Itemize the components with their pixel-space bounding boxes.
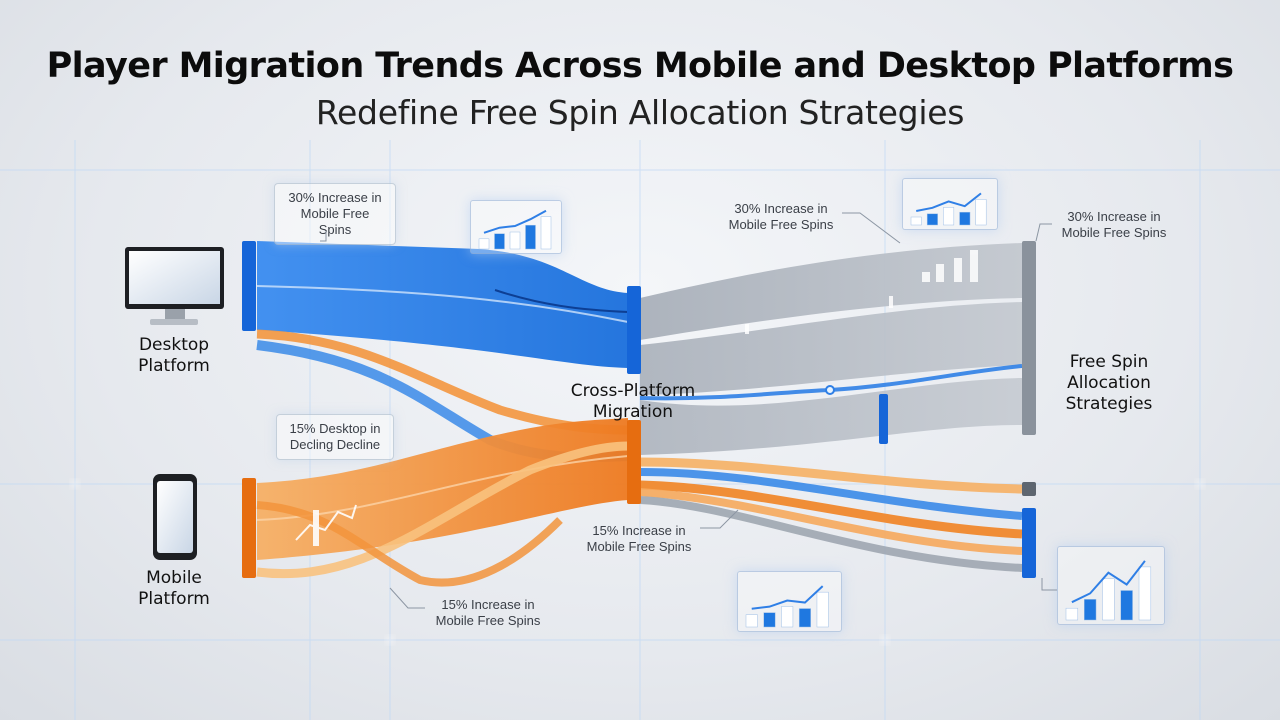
- flow-mobile-lower-thin: [256, 501, 563, 587]
- flow-desktop-band-divider: [256, 285, 629, 323]
- mini-bar: [478, 238, 490, 250]
- connector-bottom-left: [389, 587, 425, 609]
- mini-bar: [926, 213, 938, 226]
- orange-band-chart-decoration: [295, 504, 357, 546]
- cross-platform-migration-label: Cross-Platform Migration: [570, 381, 696, 422]
- flow-desktop-highlight: [494, 289, 629, 313]
- target-node-bar-small: [1022, 482, 1036, 496]
- mini-bar: [1084, 599, 1097, 621]
- connector-top-center: [842, 212, 901, 244]
- mini-bar-chart-icon: [470, 200, 562, 254]
- mini-bar: [763, 612, 776, 628]
- mini-trend-line: [916, 192, 982, 212]
- mini-bar: [959, 211, 971, 226]
- callout-top-center: 30% Increase in Mobile Free Spins: [728, 201, 834, 232]
- callout-top-left: 30% Increase in Mobile Free Spins: [274, 183, 396, 245]
- hub-node-bar-blue: [627, 286, 641, 374]
- mobile-platform-label: Mobile Platform: [138, 568, 210, 609]
- mid-node-bar-blue: [879, 394, 888, 444]
- connector-right-lower: [1041, 578, 1057, 591]
- flow-hub-to-target-orange-3: [639, 488, 1023, 555]
- mini-bar: [525, 224, 536, 250]
- mini-bar: [509, 231, 521, 250]
- desktop-platform-label: Desktop Platform: [138, 335, 210, 376]
- mini-trend-line: [483, 209, 547, 234]
- flow-hub-to-target-orange-2: [639, 480, 1023, 539]
- grid-glow-points: [72, 481, 1203, 643]
- flow-hub-to-target-gray-top: [640, 243, 1022, 340]
- flow-hub-to-target-orange-1: [639, 457, 1023, 494]
- mini-bar: [1065, 607, 1079, 621]
- mini-bar: [816, 591, 829, 628]
- mini-bar-chart-icon: [902, 178, 998, 230]
- mini-chart-graphic: [1065, 560, 1152, 621]
- page-subtitle: Redefine Free Spin Allocation Strategies: [315, 93, 965, 132]
- mini-bar: [1138, 566, 1152, 621]
- mini-bar-chart-icon: [737, 571, 842, 632]
- flow-desktop-to-hub: [257, 241, 628, 368]
- mini-bar: [943, 207, 955, 226]
- monitor-icon: [125, 247, 224, 325]
- mini-bar: [910, 216, 922, 226]
- page-title: Player Migration Trends Across Mobile an…: [46, 46, 1234, 86]
- connector-top-left: [320, 231, 327, 242]
- mini-bar: [975, 199, 987, 226]
- target-node-bar-gray: [1022, 241, 1036, 435]
- callout-mid-left: 15% Desktop in Decling Decline: [276, 414, 394, 460]
- smartphone-icon: [153, 474, 197, 560]
- mini-chart-graphic: [910, 192, 987, 226]
- mobile-node-bar: [242, 478, 256, 578]
- connector-top-right: [1035, 223, 1052, 242]
- gray-band-bar-decoration: [745, 250, 978, 334]
- callout-top-right: 30% Increase in Mobile Free Spins: [1061, 209, 1167, 240]
- mini-chart-graphic: [478, 209, 552, 250]
- flow-hub-to-target-gray-bottom: [639, 496, 1023, 572]
- flow-hub-to-target-gray-mid: [640, 302, 1022, 395]
- flow-hub-to-target-blue-1: [639, 468, 1023, 520]
- mini-bar: [540, 216, 552, 250]
- mini-trend-line: [1071, 560, 1146, 604]
- desktop-node-bar: [242, 241, 256, 331]
- mini-trend-line: [751, 585, 824, 610]
- target-node-bar-blue: [1022, 508, 1036, 578]
- connector-bottom-center: [700, 509, 739, 529]
- flow-node-dot: [825, 385, 835, 395]
- mini-chart-graphic: [745, 585, 829, 628]
- mini-bar: [745, 614, 758, 628]
- mini-bar: [494, 233, 505, 250]
- mini-bar: [1120, 590, 1133, 621]
- mini-bar: [1102, 578, 1115, 621]
- mini-bar: [781, 606, 794, 628]
- flow-mobile-light-thin: [256, 441, 629, 579]
- callout-bottom-left: 15% Increase in Mobile Free Spins: [435, 597, 541, 628]
- mini-bar: [798, 608, 811, 628]
- flow-hub-to-target-gray-low: [640, 378, 1022, 455]
- free-spin-allocation-label: Free Spin Allocation Strategies: [1065, 352, 1153, 414]
- callout-bottom-center: 15% Increase in Mobile Free Spins: [586, 523, 692, 554]
- mini-bar-chart-icon: [1057, 546, 1165, 625]
- hub-node-bar-orange: [627, 420, 641, 504]
